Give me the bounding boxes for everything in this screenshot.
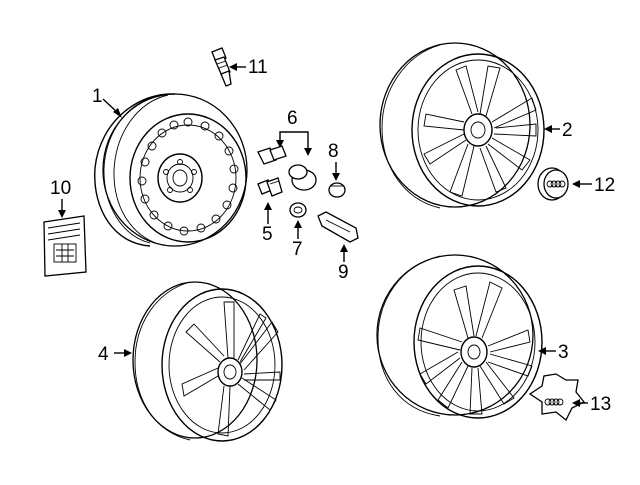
callout-9-arrow (340, 244, 348, 252)
callout-4-arrow (124, 349, 132, 357)
star-center-cap (528, 373, 586, 422)
callout-8-label: 8 (328, 141, 339, 162)
wheel-bolt (257, 145, 287, 165)
callout-12-arrow (572, 180, 580, 188)
callout-8-arrow (332, 173, 340, 181)
callout-6-arrow-b (304, 148, 312, 156)
label-document (43, 215, 87, 277)
callout-11-label: 11 (248, 57, 268, 78)
callout-10-label: 10 (50, 178, 71, 199)
callout-3-arrow (538, 347, 546, 355)
lug-nut-cap (288, 164, 317, 191)
callout-1-arrow (113, 108, 122, 118)
locking-bolt (257, 177, 283, 197)
small-nut (289, 202, 307, 218)
callout-5-arrow (264, 202, 272, 210)
callout-13-arrow (572, 399, 580, 407)
steel-spare-wheel (94, 93, 248, 247)
callout-6-label: 6 (287, 108, 298, 129)
callout-6-arrow-a (276, 140, 284, 148)
center-cap (537, 167, 569, 201)
removal-tool (317, 211, 359, 243)
alloy-wheel-5-split-spoke (376, 254, 543, 419)
callout-12-label: 12 (594, 175, 615, 196)
callout-6-leader (279, 131, 309, 148)
callout-3-label: 3 (558, 342, 569, 363)
callout-2-arrow (544, 125, 552, 133)
callout-7-arrow (294, 220, 302, 228)
valve-stem (211, 47, 232, 87)
callout-7-label: 7 (292, 239, 303, 260)
callout-4-label: 4 (98, 344, 109, 365)
callout-1-label: 1 (92, 86, 103, 107)
callout-9-label: 9 (338, 262, 349, 283)
callout-13-label: 13 (590, 394, 611, 415)
callout-10-arrow (58, 210, 66, 218)
callout-5-label: 5 (262, 224, 273, 245)
valve-cap (328, 182, 346, 198)
callout-11-arrow (229, 63, 237, 71)
alloy-wheel-10-spoke (132, 281, 283, 442)
alloy-wheel-5-double-spoke (379, 42, 545, 209)
callout-2-label: 2 (562, 120, 573, 141)
